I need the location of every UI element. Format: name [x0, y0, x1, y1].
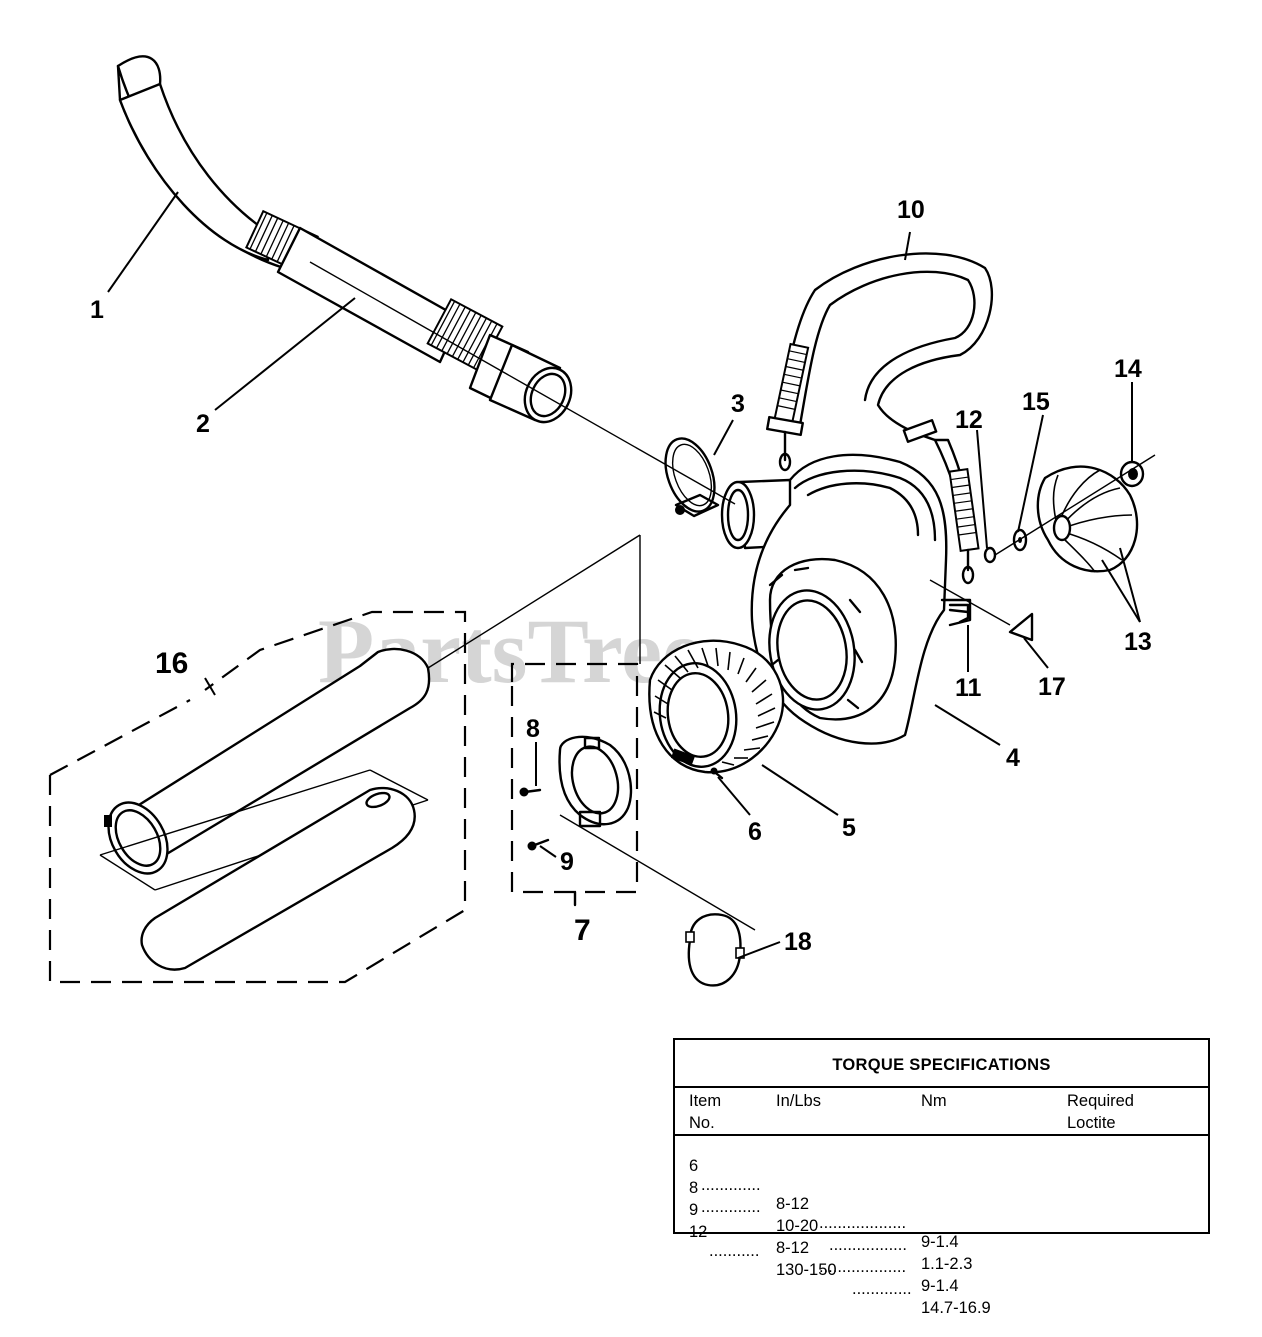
part-1-flex-tube[interactable] — [116, 55, 319, 275]
alignment-lines — [309, 261, 1156, 931]
header-required-loctite: Required Loctite — [1067, 1092, 1134, 1132]
torque-table-title: TORQUE SPECIFICATIONS — [832, 1056, 1051, 1074]
callout-18: 18 — [784, 928, 812, 956]
part-17-reference-triangle — [1008, 612, 1034, 642]
part-6-screw[interactable] — [710, 767, 724, 780]
part-5-intake-grille[interactable] — [648, 639, 785, 774]
part-16-nozzle-tubes[interactable] — [96, 647, 431, 971]
callout-15: 15 — [1022, 388, 1050, 416]
callout-3: 3 — [731, 390, 745, 418]
table-row: 6 ............. 8-12 ...................… — [689, 1157, 959, 1251]
table-rule-header — [675, 1134, 1208, 1136]
header-inlbs: In/Lbs — [776, 1092, 821, 1110]
callout-1: 1 — [90, 296, 104, 324]
callout-14: 14 — [1114, 355, 1142, 383]
part-7-kit-box — [510, 662, 639, 907]
part-10-harness-strap[interactable] — [766, 252, 993, 585]
header-nm: Nm — [921, 1092, 947, 1110]
part-11-bracket[interactable] — [948, 603, 970, 624]
part-8-screw[interactable] — [519, 787, 542, 797]
part-18-disk[interactable] — [685, 913, 745, 987]
callout-6: 6 — [748, 818, 762, 846]
part-12-nut[interactable] — [983, 546, 997, 564]
part-4-blower-housing[interactable] — [720, 453, 972, 745]
leader-lines — [107, 191, 1141, 959]
callout-7: 7 — [574, 914, 591, 947]
callout-11: 11 — [955, 674, 982, 702]
callout-16: 16 — [155, 647, 188, 680]
part-9-screw[interactable] — [527, 838, 550, 851]
part-13-impeller[interactable] — [1036, 465, 1139, 573]
callout-12: 12 — [955, 406, 983, 434]
part-7-backplate[interactable] — [558, 735, 633, 828]
header-item-no: Item No. — [689, 1092, 722, 1132]
exploded-parts-diagram: PartsTree — [48, 55, 1156, 987]
part-16-nozzle-kit-box — [48, 610, 467, 984]
table-row: 8 ............. 10-20 ................. … — [689, 1179, 973, 1273]
table-rule-top — [675, 1086, 1208, 1088]
part-2-tube[interactable] — [276, 226, 580, 430]
callout-9: 9 — [560, 848, 574, 876]
callout-8: 8 — [526, 715, 540, 743]
callout-17: 17 — [1038, 673, 1066, 701]
callout-2: 2 — [196, 410, 210, 438]
callout-4: 4 — [1006, 744, 1020, 772]
callout-13: 13 — [1124, 628, 1152, 656]
callout-10: 10 — [897, 196, 925, 224]
table-row: 12 ........... 130-150 ............. 14.… — [689, 1223, 991, 1317]
part-3-clamp[interactable] — [656, 432, 723, 518]
torque-specifications-table: TORQUE SPECIFICATIONS Item No. In/Lbs Nm… — [673, 1038, 1210, 1317]
callout-5: 5 — [842, 814, 856, 842]
